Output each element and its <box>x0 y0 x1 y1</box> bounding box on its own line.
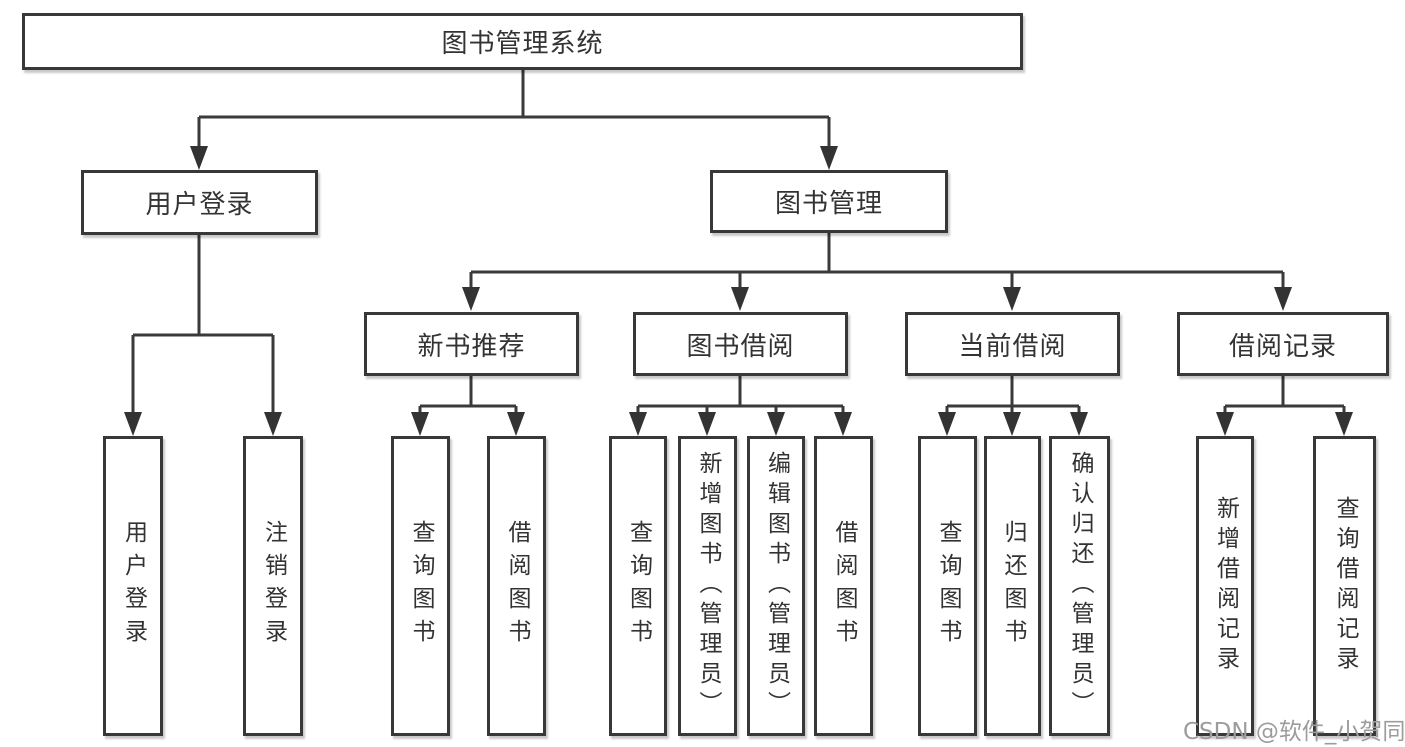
leaf-user-login: 用户登录 <box>103 436 163 736</box>
leaf-logout: 注销登录 <box>243 436 303 736</box>
leaf-query-books-current: 查询图书 <box>918 436 977 736</box>
leaf-return-books: 归还图书 <box>984 436 1041 736</box>
node-book-management: 图书管理 <box>710 170 948 233</box>
watermark-text: CSDN @软件_小贺同学 <box>1183 719 1405 745</box>
leaf-query-borrow-record: 查询借阅记录 <box>1313 436 1376 736</box>
leaf-add-books-admin: 新增图书（管理员） <box>678 436 737 736</box>
leaf-query-books-borrow: 查询图书 <box>609 436 667 736</box>
leaf-edit-books-admin: 编辑图书（管理员） <box>747 436 805 736</box>
leaf-add-borrow-record: 新增借阅记录 <box>1196 436 1254 736</box>
leaf-borrow-books-recommend: 借阅图书 <box>487 436 546 736</box>
leaf-query-books-recommend: 查询图书 <box>391 436 450 736</box>
node-current-borrowing: 当前借阅 <box>905 312 1120 376</box>
node-user-login: 用户登录 <box>81 170 318 235</box>
node-book-borrowing: 图书借阅 <box>633 312 848 376</box>
node-book-system: 图书管理系统 <box>22 13 1023 70</box>
leaf-borrow-books: 借阅图书 <box>814 436 873 736</box>
node-borrowing-records: 借阅记录 <box>1177 312 1389 376</box>
node-new-book-recommend: 新书推荐 <box>364 312 579 376</box>
leaf-confirm-return-admin: 确认归还（管理员） <box>1049 436 1110 736</box>
